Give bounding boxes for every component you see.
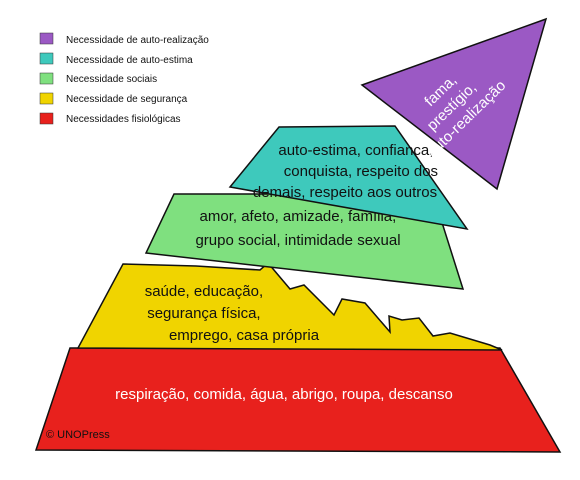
legend-label-esteem: Necessidade de auto-estima — [66, 55, 193, 66]
legend-swatch-physiological — [39, 112, 54, 125]
tier-esteem-line-2: conquista, respeito dos — [284, 163, 438, 180]
tier-esteem-line-1: auto-estima, confianca, — [278, 142, 433, 159]
copyright-text: © UNOPress — [46, 429, 110, 441]
legend-label-safety: Necessidade de segurança — [66, 94, 188, 105]
legend-swatch-self-realization — [39, 32, 54, 45]
legend-swatch-safety — [39, 92, 54, 105]
tier-social-text: amor, afeto, amizade, família, grupo soc… — [195, 208, 400, 249]
tier-esteem-line-3: demais, respeito aos outros — [253, 184, 437, 201]
tier-safety-line-2: segurança física, — [147, 305, 260, 322]
legend-swatch-esteem — [39, 52, 54, 65]
legend-swatch-social — [39, 72, 54, 85]
legend-label-social: Necessidade sociais — [66, 74, 157, 85]
legend-label-physiological: Necessidades fisiológicas — [66, 114, 181, 125]
tier-physiological-line-1: respiração, comida, água, abrigo, roupa,… — [115, 386, 453, 403]
tier-social-line-1: amor, afeto, amizade, família, — [200, 208, 397, 225]
tier-esteem-text: auto-estima, confianca, conquista, respe… — [253, 142, 442, 201]
tier-safety-text: saúde, educação, segurança física, empre… — [145, 283, 320, 344]
tier-self-realization — [360, 17, 548, 191]
tier-safety-line-3: emprego, casa própria — [169, 327, 320, 344]
tier-social-line-2: grupo social, intimidade sexual — [195, 232, 400, 249]
tier-physiological-text: respiração, comida, água, abrigo, roupa,… — [115, 386, 453, 403]
legend: Necessidade de auto-realização Necessida… — [39, 32, 209, 125]
legend-label-self-realization: Necessidade de auto-realização — [66, 35, 209, 46]
tier-esteem — [228, 125, 469, 231]
tier-safety-line-1: saúde, educação, — [145, 283, 263, 300]
